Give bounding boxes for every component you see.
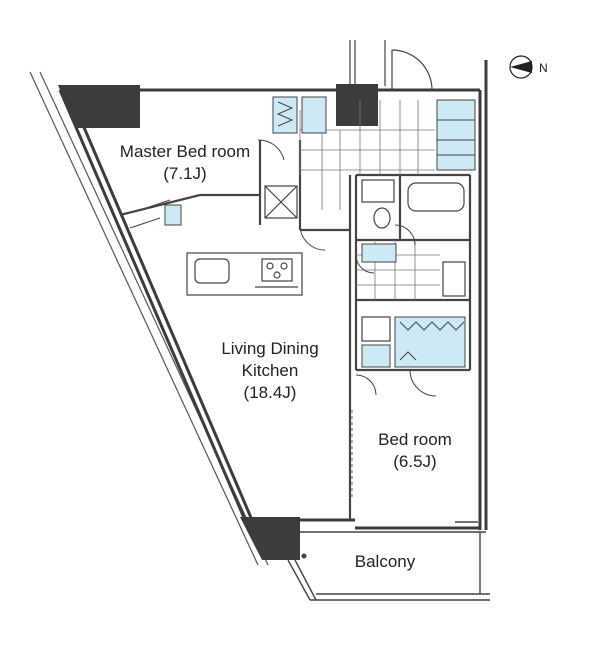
- master-bedroom-name: Master Bed room: [119, 142, 251, 161]
- corridor-tiles: [299, 100, 440, 300]
- structural-columns: [58, 84, 378, 560]
- balcony-outline: [287, 521, 490, 601]
- bathroom-fixtures: [264, 179, 466, 342]
- bedroom-size: (6.5J): [393, 452, 437, 471]
- master-bedroom-size: (7.1J): [163, 164, 207, 183]
- master-bedroom-label: Master Bed room (7.1J): [110, 141, 260, 185]
- ldk-size: (18.4J): [243, 383, 297, 402]
- north-arrow-icon: N: [509, 55, 547, 79]
- balcony-name: Balcony: [354, 552, 416, 571]
- entrance: [349, 40, 433, 91]
- storage-closets: [164, 96, 476, 368]
- balcony-label: Balcony: [340, 551, 430, 573]
- bedroom-label: Bed room (6.5J): [365, 429, 465, 473]
- bedroom-name: Bed room: [378, 430, 452, 449]
- drain-icon: [301, 553, 307, 559]
- kitchen-island: [186, 252, 303, 296]
- closet-hangers: [276, 101, 475, 361]
- ldk-name-line1: Living Dining: [221, 339, 319, 358]
- ldk-name-line2: Kitchen: [241, 361, 299, 380]
- compass-label: N: [539, 61, 547, 75]
- ldk-label: Living Dining Kitchen (18.4J): [205, 338, 335, 404]
- door-swings: [129, 139, 437, 397]
